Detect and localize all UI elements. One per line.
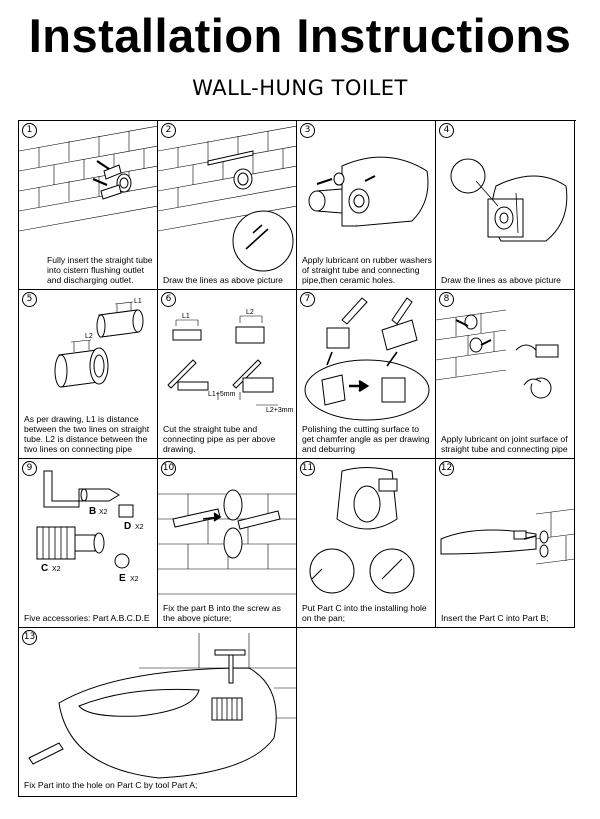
insert-part-c-illustration [440,508,574,565]
part-c-pan-illustration [309,467,415,594]
pan-lubricant-illustration [308,156,429,227]
step-8: 8 Apply lubricant on joint surface of st… [436,290,575,459]
cut-illustration: L1 L2 L1+5mm L2+3mm [167,309,294,414]
step-caption: Fix the part B into the screw as the abo… [163,603,293,623]
step-caption: Insert the Part C into Part B; [441,613,571,623]
step-caption: Apply lubricant on rubber washers of str… [302,255,432,285]
step-5: 5 L1 L2 As per drawing, L1 is distance b… [19,290,158,459]
step-row-2: 5 L1 L2 As per drawing, L1 is distance b… [19,290,576,459]
step-caption: Draw the lines as above picture [441,275,571,285]
step-caption: Five accessories: Part A.B.C.D.E [24,613,154,623]
joint-lubricant-illustration [436,309,559,399]
label-l1-5mm: L1+5mm [208,391,236,398]
label-qty-c: X2 [52,566,61,573]
step-number: 9 [22,461,37,476]
label-qty-e: X2 [130,576,139,583]
step-caption: Polishing the cutting surface to get cha… [302,424,432,454]
step-10: 10 Fix the part B into the screw as the … [158,459,297,628]
final-fix-illustration [28,633,296,779]
step-13: 13 Fix Part into the hole on Part C by [19,628,297,797]
pan-marking-illustration [450,158,568,242]
step-number: 8 [439,292,454,307]
step-number: 10 [161,461,176,476]
step-7: 7 Polishing the cutting surface to get c… [297,290,436,459]
step-3: 3 Apply lubricant on rubber washers of s… [297,121,436,290]
step-caption: Fully insert the straight tube into cist… [47,255,154,285]
step-number: 11 [300,461,315,476]
fix-part-b-illustration [158,489,296,595]
step-number: 3 [300,123,315,138]
step-4: 4 Draw the lines as above picture [436,121,575,290]
step-caption: Put Part C into the installing hole on t… [302,603,432,623]
instruction-grid: 1 Fully insert the straight tube into ci… [18,120,576,797]
label-l2: L2 [85,333,93,340]
wall-tube-illustration [19,125,157,232]
step-number: 2 [161,123,176,138]
step-2: 2 Draw the lines as above picture [158,121,297,290]
step-number: 12 [439,461,454,476]
label-qty-d: X2 [135,524,144,531]
label-l1: L1 [134,298,142,305]
polish-illustration [304,297,430,421]
step-number: 6 [161,292,176,307]
step-1: 1 Fully insert the straight tube into ci… [19,121,158,290]
page-subtitle: WALL-HUNG TOILET [192,76,408,100]
label-l1: L1 [182,313,190,320]
step-caption: Fix Part into the hole on Part C by tool… [24,780,293,790]
marking-lines-illustration [158,125,296,272]
step-number: 4 [439,123,454,138]
step-number: 7 [300,292,315,307]
step-caption: As per drawing, L1 is distance between t… [24,414,154,454]
step-9: 9 B X2 D X2 C [19,459,158,628]
label-part-d: D [124,521,131,532]
step-number: 13 [22,630,37,645]
step-caption: Draw the lines as above picture [163,275,293,285]
step-caption: Cut the straight tube and connecting pip… [163,424,293,454]
step-number: 5 [22,292,37,307]
step-number: 1 [22,123,37,138]
accessories-illustration: B X2 D X2 C X2 E X2 [36,470,144,584]
step-6: 6 L1 L2 L1+5mm L2+3mm Cut the straight t… [158,290,297,459]
label-part-b: B [89,506,96,517]
label-qty-b: X2 [99,509,108,516]
step-caption: Apply lubricant on joint surface of stra… [441,434,571,454]
label-l2: L2 [246,309,254,316]
label-part-c: C [41,563,48,574]
measure-illustration: L1 L2 [54,298,144,388]
label-part-e: E [119,573,126,584]
step-11: 11 Put Part C into the installing hole o… [297,459,436,628]
page-title: Installation Instructions [28,9,572,62]
step-12: 12 Insert the Part C into Part B; [436,459,575,628]
label-l2-3mm: L2+3mm [266,407,294,414]
step-row-3: 9 B X2 D X2 C [19,459,576,628]
step-row-1: 1 Fully insert the straight tube into ci… [19,121,576,290]
step-row-4: 13 Fix Part into the hole on Part C by [19,628,576,797]
